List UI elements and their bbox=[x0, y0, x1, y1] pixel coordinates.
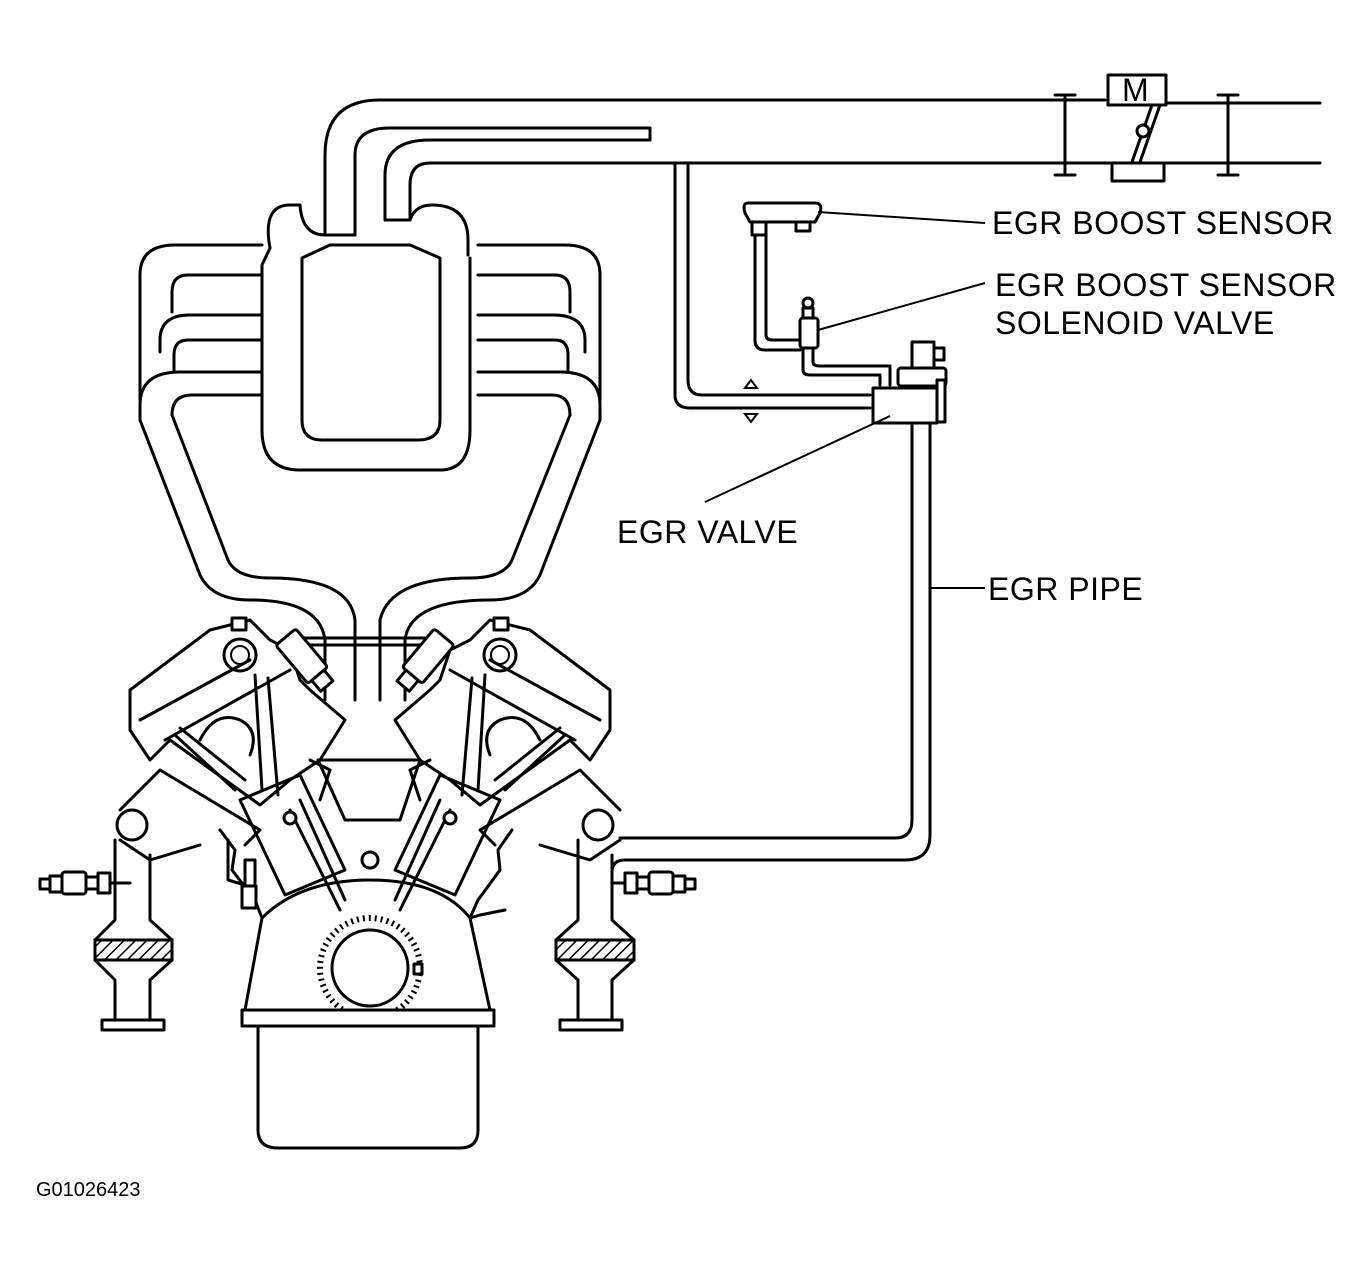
label-egr-valve: EGR VALVE bbox=[617, 514, 798, 550]
throttle-body: M bbox=[1053, 72, 1240, 183]
intake-duct bbox=[323, 98, 1322, 237]
leader-egr-boost-sensor bbox=[817, 211, 986, 224]
throttle-motor bbox=[1106, 73, 1168, 107]
right-oxygen-sensor bbox=[610, 870, 697, 896]
egr-boost-sensor bbox=[742, 201, 823, 237]
leader-egr-valve bbox=[704, 415, 891, 503]
figure-code: G01026423 bbox=[36, 1179, 141, 1201]
intake-plenum bbox=[138, 203, 602, 702]
left-catalytic-converter bbox=[93, 838, 174, 1032]
label-solenoid-valve-line2: SOLENOID VALVE bbox=[995, 305, 1275, 341]
egr-valve bbox=[871, 340, 948, 425]
label-solenoid-valve-line1: EGR BOOST SENSOR bbox=[995, 267, 1337, 303]
left-oxygen-sensor bbox=[38, 870, 132, 896]
engine-block bbox=[115, 616, 622, 1150]
throttle-motor-mark: M bbox=[1122, 72, 1149, 108]
label-egr-pipe: EGR PIPE bbox=[988, 571, 1143, 607]
egr-vacuum-lines bbox=[673, 161, 892, 424]
label-egr-boost-sensor: EGR BOOST SENSOR bbox=[992, 205, 1334, 241]
egr-pipe bbox=[610, 421, 932, 874]
leader-solenoid-valve bbox=[817, 282, 986, 331]
right-catalytic-converter bbox=[554, 838, 636, 1032]
egr-boost-sensor-solenoid-valve bbox=[798, 296, 820, 350]
